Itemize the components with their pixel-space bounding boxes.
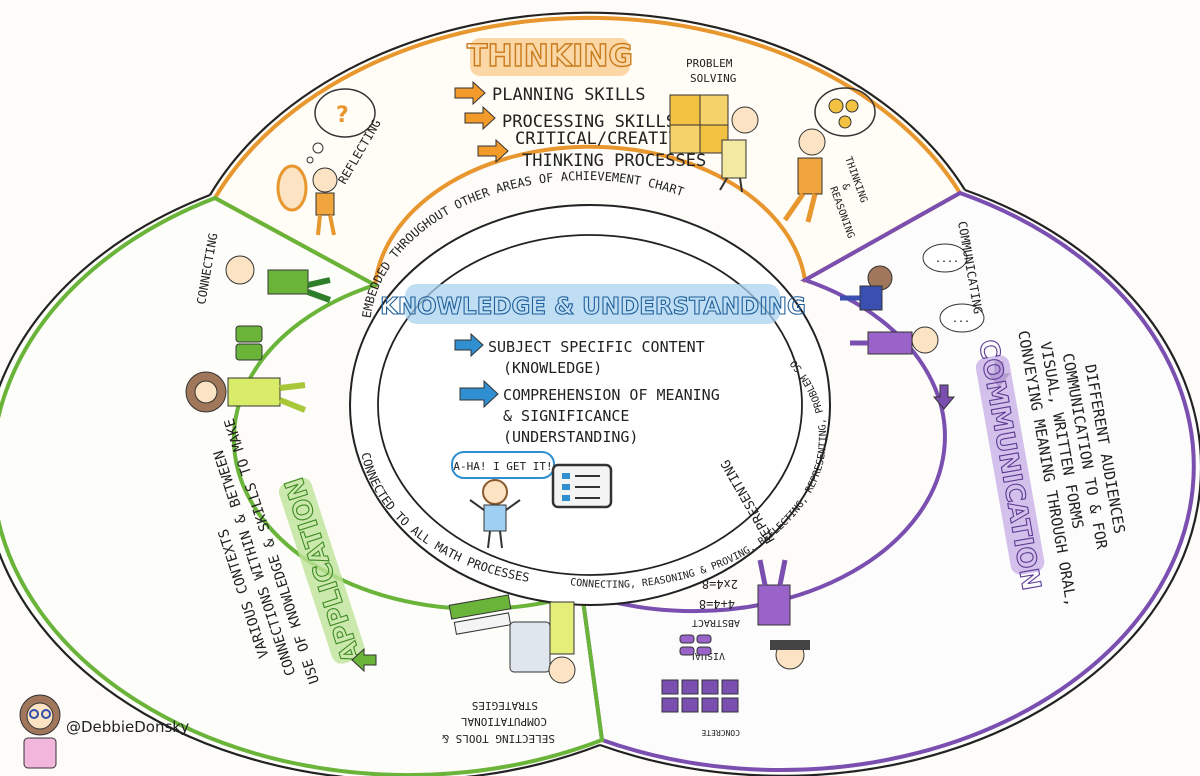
puzzle-figure (669, 94, 759, 193)
thinking-title-highlight (470, 38, 630, 76)
application-sector (0, 195, 600, 776)
visual-blocks (679, 634, 712, 656)
aha-bubble-text: A-HA! I GET IT! (453, 460, 552, 473)
knowledge-item-2-line-3: (UNDERSTANDING) (503, 428, 638, 446)
knowledge-item-2-line-2: & SIGNIFICANCE (503, 407, 629, 425)
communication-title-highlight (975, 355, 1045, 575)
thinking-item-4: THINKING PROCESSES (522, 151, 706, 171)
representing-figure (757, 559, 810, 670)
knowledge-item-1-line-1: SUBJECT SPECIFIC CONTENT (488, 338, 705, 356)
reflecting-figure: ? (276, 88, 376, 236)
concrete-blocks (661, 679, 739, 713)
label-selecting-2: COMPUTATIONAL (461, 715, 547, 728)
thinking-arrow-3 (477, 138, 509, 164)
communicating-figures: .... ... (840, 243, 985, 355)
application-title-highlight (278, 477, 365, 664)
selecting-tools-figure (448, 594, 576, 684)
svg-text:...: ... (952, 314, 970, 325)
thinking-arc (209, 11, 966, 196)
knowledge-arrow-2 (459, 379, 499, 409)
knowledge-title-highlight (405, 284, 780, 324)
communication-border (579, 190, 1196, 773)
checklist-tablet-icon (551, 463, 613, 509)
thinking-item-1: PLANNING SKILLS (492, 85, 646, 105)
svg-text:....: .... (935, 254, 959, 265)
aha-bubble (451, 451, 555, 479)
label-problem-1: PROBLEM (686, 57, 733, 70)
connecting-figures (185, 255, 332, 413)
knowledge-arrow-1 (454, 332, 484, 358)
label-concrete: CONCRETE (701, 728, 740, 737)
thinking-arrow-2 (464, 105, 496, 131)
thinking-item-2: PROCESSING SKILLS (502, 112, 676, 132)
application-arc (0, 193, 601, 776)
knowledge-item-2-line-1: COMPREHENSION OF MEANING (503, 386, 720, 404)
label-eq1: 4+4=8 (699, 597, 735, 611)
thinking-sector (210, 12, 965, 286)
label-abstract: ABSTRACT (692, 617, 740, 628)
label-thinking-reasoning-2: & (839, 182, 851, 191)
credit-handle: @DebbieDonsky (66, 718, 190, 736)
thinking-title: THINKING (467, 39, 633, 74)
label-selecting-1: SELECTING TOOLS & (442, 732, 555, 745)
knowledge-item-1-line-2: (KNOWLEDGE) (503, 359, 602, 377)
label-problem-2: SOLVING (690, 72, 736, 85)
application-arrow (351, 647, 377, 673)
knowledge-title: KNOWLEDGE & UNDERSTANDING (380, 294, 806, 320)
label-eq2: 2x4=8 (702, 577, 738, 591)
communication-sector (580, 190, 1200, 776)
thinking-item-3: CRITICAL/CREATIVE (515, 129, 689, 149)
aha-student-figure (469, 479, 521, 549)
communication-arc (599, 188, 1200, 776)
gears-thought-figure (782, 87, 876, 223)
thinking-arrow-1 (454, 80, 486, 106)
svg-text:?: ? (336, 103, 349, 128)
label-selecting-3: STRATEGIES (472, 699, 538, 712)
avatar (19, 694, 61, 769)
